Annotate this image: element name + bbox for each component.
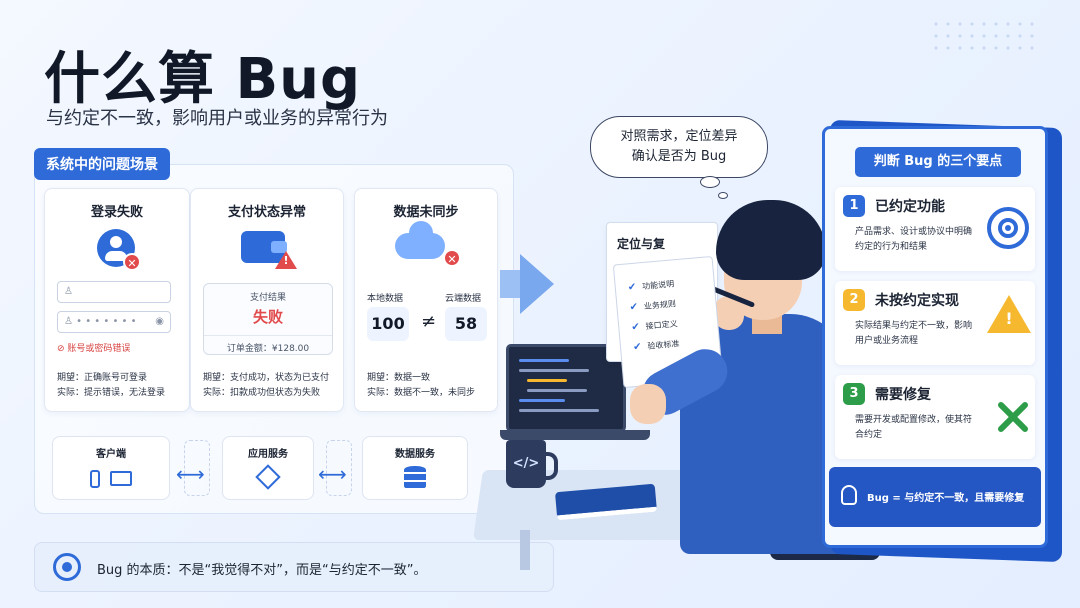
cube-icon xyxy=(255,464,281,490)
login-expectation: 期望：正确账号可登录 实际：提示错误，无法登录 xyxy=(57,371,165,401)
double-arrow-icon: ⟷ xyxy=(176,462,205,486)
sync-expectation: 期望：数据一致 实际：数据不一致，未同步 xyxy=(367,371,475,401)
warning-icon xyxy=(275,251,297,269)
doc-item: 功能说明 xyxy=(627,278,675,293)
right-arrow-icon xyxy=(520,254,554,314)
sync-actual-text: 实际：数据不一致，未同步 xyxy=(367,388,476,398)
sync-card-title: 数据未同步 xyxy=(393,205,459,220)
flow-client-box: 客户端 xyxy=(52,436,170,500)
wrench-screwdriver-icon xyxy=(995,399,1029,433)
glasses xyxy=(722,252,752,272)
login-actual-text: 实际：提示错误，无法登录 xyxy=(57,388,166,398)
criterion-number: 1 xyxy=(843,195,865,217)
criterion-2: 2 未按约定实现 实际结果与约定不一致，影响用户或业务流程 ! xyxy=(835,281,1035,365)
bubble-line-2: 确认是否为 Bug xyxy=(631,149,727,164)
flow-client-label: 客户端 xyxy=(96,449,126,460)
board-summary: Bug = 与约定不一致，且需要修复 xyxy=(829,467,1041,527)
order-amount: 订单金额：¥128.00 xyxy=(204,335,332,354)
password-mask: • • • • • • • xyxy=(76,316,137,327)
flow-app-box: 应用服务 xyxy=(222,436,314,500)
criterion-title: 已约定功能 xyxy=(875,199,945,215)
reference-paper-title: 定位与复 xyxy=(617,237,666,251)
target-icon xyxy=(53,553,81,581)
criterion-desc: 需要开发或配置修改，使其符合约定 xyxy=(855,415,973,440)
login-expect-text: 期望：正确账号可登录 xyxy=(57,373,148,383)
arrow-stem xyxy=(500,270,522,298)
not-equal-sign: ≠ xyxy=(421,311,437,332)
thought-bubble: 对照需求，定位差异 确认是否为 Bug xyxy=(590,116,768,178)
payment-status-card: 支付状态异常 ! 支付结果 失败 订单金额：¥128.00 期望：支付成功，状态… xyxy=(190,188,344,412)
laptop-base xyxy=(500,430,650,440)
database-icon xyxy=(404,466,426,490)
monitor-icon xyxy=(110,471,132,486)
person-hand xyxy=(630,384,666,424)
login-failure-card: 登录失败 ✕ ♙ ♙ • • • • • • • ◉ ⊘ 账号或密码错误 期望：正… xyxy=(44,188,190,412)
flow-app-label: 应用服务 xyxy=(248,449,288,460)
user-avatar-icon xyxy=(97,229,135,267)
flow-data-label: 数据服务 xyxy=(395,449,435,460)
payment-card-title: 支付状态异常 xyxy=(227,205,306,220)
local-data-label: 本地数据 xyxy=(367,294,404,304)
error-dot-icon: ⊘ xyxy=(57,344,65,354)
person-hair xyxy=(716,200,826,280)
warning-icon xyxy=(987,295,1031,333)
desk-leg xyxy=(520,530,530,570)
bubble-line-1: 对照需求，定位差异 xyxy=(620,129,738,144)
board-summary-text: Bug = 与约定不一致，且需要修复 xyxy=(867,493,1025,504)
code-mug-icon: </> xyxy=(506,440,558,488)
scenario-panel-tag: 系统中的问题场景 xyxy=(34,148,170,180)
criterion-desc: 产品需求、设计或协议中明确约定的行为和结果 xyxy=(855,227,973,252)
error-x-icon: ✕ xyxy=(443,249,461,267)
data-sync-card: 数据未同步 ✕ 本地数据 云端数据 100 ≠ 58 期望：数据一致 实际：数据… xyxy=(354,188,498,412)
payment-expect-text: 期望：支付成功，状态为已支付 xyxy=(203,373,330,383)
criterion-number: 3 xyxy=(843,383,865,405)
lock-icon: ♙ xyxy=(64,316,73,327)
doc-item: 接口定义 xyxy=(631,318,678,333)
payment-result-status: 失败 xyxy=(252,308,283,326)
sync-expect-text: 期望：数据一致 xyxy=(367,373,431,383)
doc-item: 验收标准 xyxy=(633,338,680,353)
bubble-tail xyxy=(700,176,720,188)
payment-result-box: 支付结果 失败 订单金额：¥128.00 xyxy=(203,283,333,355)
criterion-number: 2 xyxy=(843,289,865,311)
criterion-title: 未按约定实现 xyxy=(875,293,959,309)
cloud-data-value: 58 xyxy=(445,307,487,341)
phone-icon xyxy=(90,469,100,488)
cloud-data-label: 云端数据 xyxy=(445,294,482,304)
local-data-value: 100 xyxy=(367,307,409,341)
bottom-note-text: Bug 的本质：不是“我觉得不对”，而是“与约定不一致”。 xyxy=(97,563,427,578)
doc-item: 业务规则 xyxy=(629,298,677,313)
double-arrow-icon: ⟷ xyxy=(318,462,347,486)
flow-connector xyxy=(184,440,210,496)
payment-expectation: 期望：支付成功，状态为已支付 实际：扣款成功但状态为失败 xyxy=(203,371,329,401)
decorative-dots xyxy=(930,18,1040,58)
password-field[interactable]: ♙ • • • • • • • ◉ xyxy=(57,311,171,333)
payment-actual-text: 实际：扣款成功但状态为失败 xyxy=(203,388,321,398)
login-error-message: ⊘ 账号或密码错误 xyxy=(57,344,131,354)
user-icon: ♙ xyxy=(64,286,73,297)
target-icon xyxy=(987,207,1029,249)
page-subtitle: 与约定不一致，影响用户或业务的异常行为 xyxy=(46,108,388,129)
login-card-title: 登录失败 xyxy=(90,205,143,220)
board-title: 判断 Bug 的三个要点 xyxy=(855,147,1021,177)
criteria-board: 判断 Bug 的三个要点 1 已约定功能 产品需求、设计或协议中明确约定的行为和… xyxy=(822,126,1048,548)
lightbulb-icon xyxy=(841,485,857,505)
bottom-note-bar: Bug 的本质：不是“我觉得不对”，而是“与约定不一致”。 xyxy=(34,542,554,592)
criterion-desc: 实际结果与约定不一致，影响用户或业务流程 xyxy=(855,321,973,346)
username-field[interactable]: ♙ xyxy=(57,281,171,303)
error-x-icon: ✕ xyxy=(123,253,141,271)
criterion-1: 1 已约定功能 产品需求、设计或协议中明确约定的行为和结果 xyxy=(835,187,1035,271)
cloud-sync-icon xyxy=(395,221,445,259)
page-title: 什么算 Bug xyxy=(44,47,362,112)
criterion-title: 需要修复 xyxy=(875,387,931,403)
bubble-tail xyxy=(718,192,728,199)
eye-icon: ◉ xyxy=(155,316,164,327)
flow-connector xyxy=(326,440,352,496)
payment-result-label: 支付结果 xyxy=(249,293,286,303)
criterion-3: 3 需要修复 需要开发或配置修改，使其符合约定 xyxy=(835,375,1035,459)
flow-data-box: 数据服务 xyxy=(362,436,468,500)
